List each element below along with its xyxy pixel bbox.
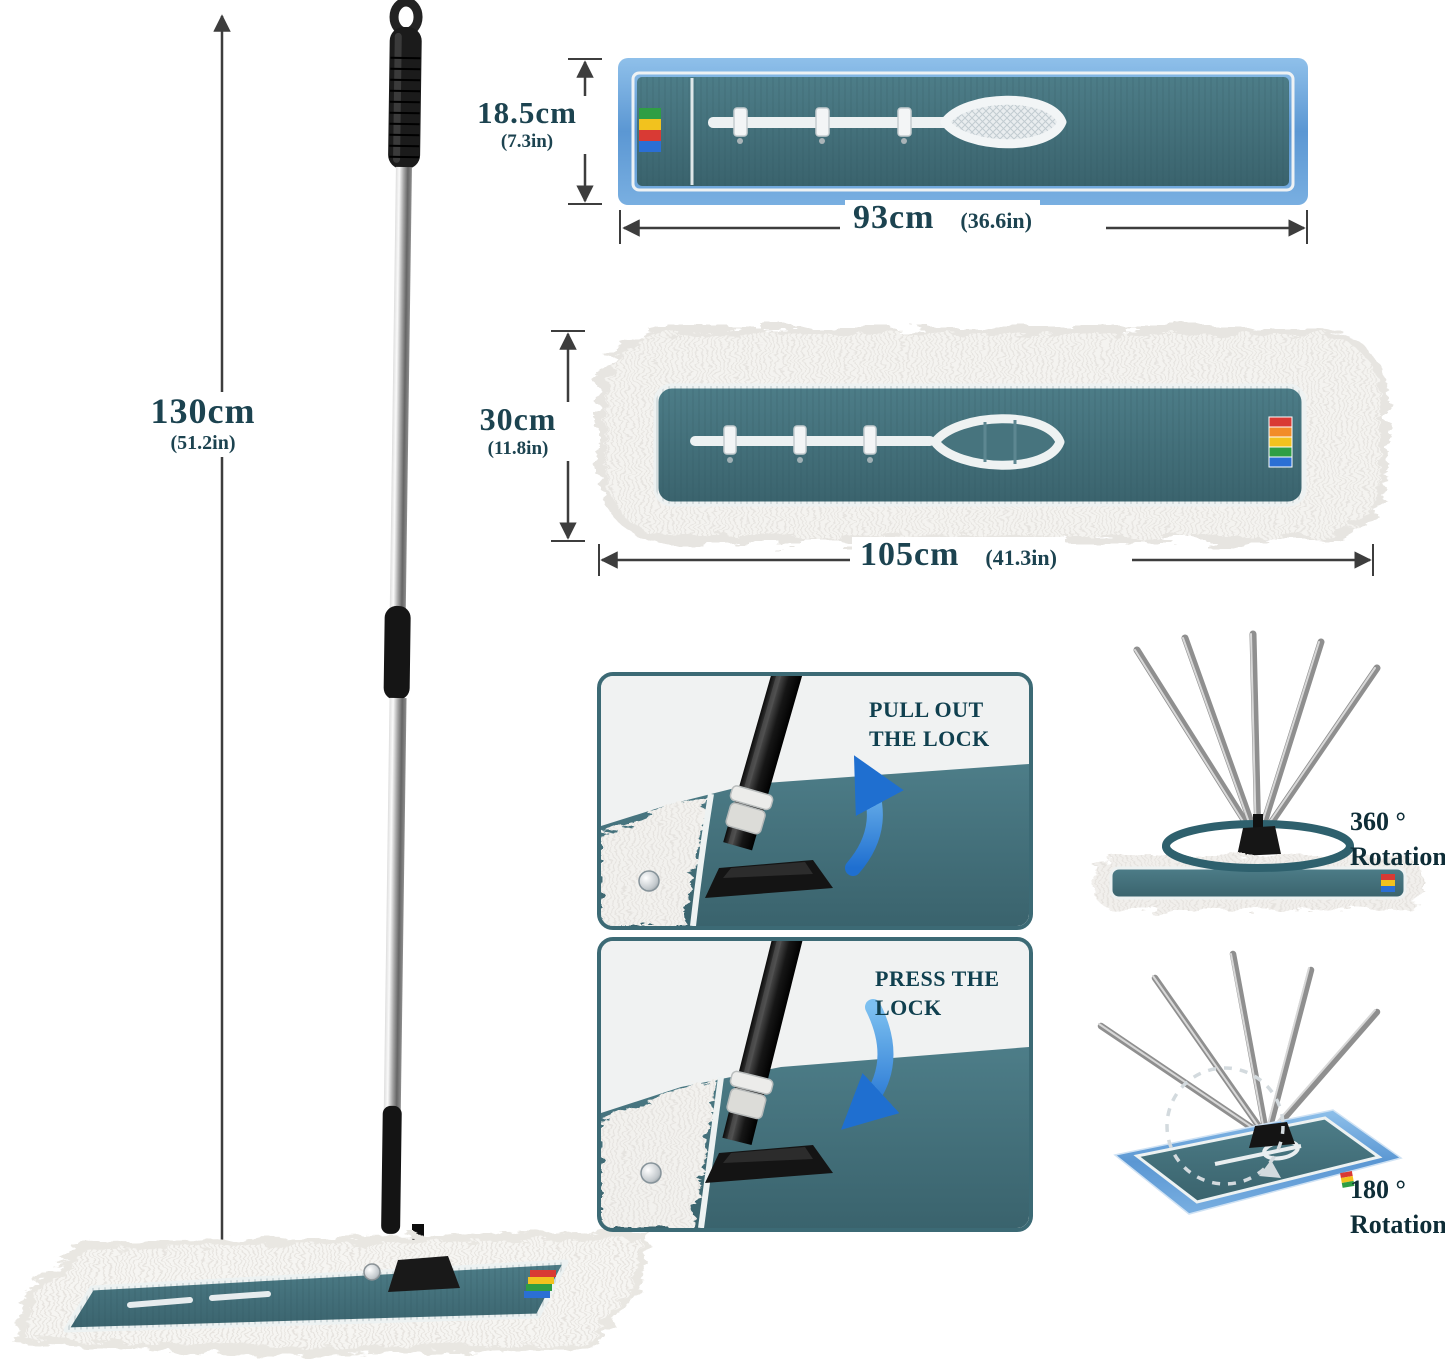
rotation-360-word: Rotation — [1350, 842, 1445, 872]
press-down-arrow — [840, 999, 900, 1130]
rotation-180-word: Rotation — [1350, 1210, 1445, 1240]
care-label-tag — [1340, 1171, 1355, 1188]
pad-front-width-label: 105cm (41.3in) — [852, 537, 1065, 573]
pad-strap — [1214, 1144, 1302, 1166]
rotation-arrowhead — [1259, 1160, 1281, 1178]
rotation-180-value: 180 ° — [1350, 1175, 1406, 1204]
care-label-tag — [524, 1270, 556, 1298]
handle-height-label: 130cm (51.2in) — [118, 392, 288, 457]
pull-out-lock-label: PULL OUT THE LOCK — [869, 697, 990, 751]
pad-back-height-label: 18.5cm (7.3in) — [452, 95, 602, 155]
handle-height-value: 130cm — [150, 391, 256, 431]
pad-back-white-trim — [631, 71, 1295, 192]
fanned-poles — [1133, 630, 1381, 846]
swivel-base — [388, 1256, 460, 1292]
press-lock-scene — [601, 941, 1029, 1228]
handle-grip-highlight — [393, 32, 402, 163]
pad-back-strap — [708, 117, 953, 128]
pad-white-trim — [698, 1076, 724, 1228]
pad-front-figure — [551, 328, 1388, 576]
press-lock-label: PRESS THE LOCK — [875, 966, 1000, 1020]
care-label-tag — [1381, 874, 1395, 892]
mop-head-straps — [127, 1291, 271, 1308]
fringe-edge — [601, 1079, 717, 1228]
pad-back-width-inches: (36.6in) — [960, 208, 1032, 233]
pad-release-button — [638, 870, 660, 892]
grip-ribs — [389, 56, 421, 159]
pole-lower-sleeve — [381, 1105, 402, 1234]
pad-release-button — [363, 1263, 381, 1281]
swivel-neck — [1253, 814, 1263, 832]
pad-back-width-dimension — [619, 210, 1308, 244]
upper-pole — [389, 166, 412, 620]
swivel-base-top — [723, 1147, 813, 1163]
handle-height-inches: (51.2in) — [170, 431, 236, 454]
pull-out-lock-scene — [601, 676, 1029, 926]
pad-back-height-inches: (7.3in) — [500, 130, 554, 152]
rotation-180-figure — [1097, 950, 1403, 1215]
pad-front-width-inches: (41.3in) — [985, 545, 1057, 570]
pad-front-height-value: 30cm — [479, 401, 557, 437]
rotation-360-label: 360 ° Rotation — [1350, 804, 1445, 874]
pad-white-trim — [690, 793, 714, 926]
strap-clips — [733, 107, 912, 144]
lower-pole — [383, 697, 407, 1114]
rotation-360-value: 360 ° — [1350, 807, 1406, 836]
pad-front-width-value: 105cm — [860, 536, 960, 573]
pad-front-hand-loop — [930, 414, 1065, 470]
pad-back-hand-loop — [940, 95, 1067, 149]
swivel-base-top — [723, 862, 813, 878]
rotation-360-figure — [1093, 630, 1423, 910]
pad-back-width-value: 93cm — [853, 199, 935, 236]
pad-back-height-value: 18.5cm — [477, 95, 577, 130]
rotation-180-label: 180 ° Rotation — [1350, 1172, 1445, 1242]
handle-grip — [388, 26, 422, 170]
lock-sleeve — [726, 1087, 767, 1120]
loop-inner-lines — [983, 420, 1017, 464]
pad-front-height-inches: (11.8in) — [487, 437, 549, 459]
full-mop-figure — [14, 0, 648, 1356]
rotation-ring-front — [1162, 845, 1354, 872]
pole-connector — [383, 605, 411, 700]
swivel-base — [1249, 1122, 1295, 1148]
pad-back-figure — [568, 58, 1308, 244]
callout-pull-out-lock: PULL OUT THE LOCK — [597, 672, 1033, 930]
pole-with-lock — [723, 676, 816, 851]
care-label-tag — [1268, 416, 1293, 468]
lock-ring — [729, 1070, 774, 1095]
pad-front-height-label: 30cm (11.8in) — [443, 401, 593, 462]
callout-press-lock: PRESS THE LOCK — [597, 937, 1033, 1232]
pad-release-button — [640, 1162, 662, 1184]
fanned-poles — [1097, 950, 1381, 1142]
fringe-edge — [601, 796, 707, 926]
pad-front-width-dimension — [598, 544, 1374, 576]
pole-with-lock — [722, 941, 813, 1146]
lock-ring — [729, 785, 774, 811]
swivel-base — [1237, 826, 1281, 856]
mop-pole-assembly — [381, 0, 423, 1234]
pad-back-width-label: 93cm (36.6in) — [845, 200, 1040, 236]
rotation-dashed-circle — [1165, 1066, 1285, 1186]
strap-clips — [723, 425, 877, 463]
pull-up-arrow — [845, 755, 904, 876]
lock-sleeve — [725, 802, 766, 835]
care-label-tag — [639, 108, 661, 152]
